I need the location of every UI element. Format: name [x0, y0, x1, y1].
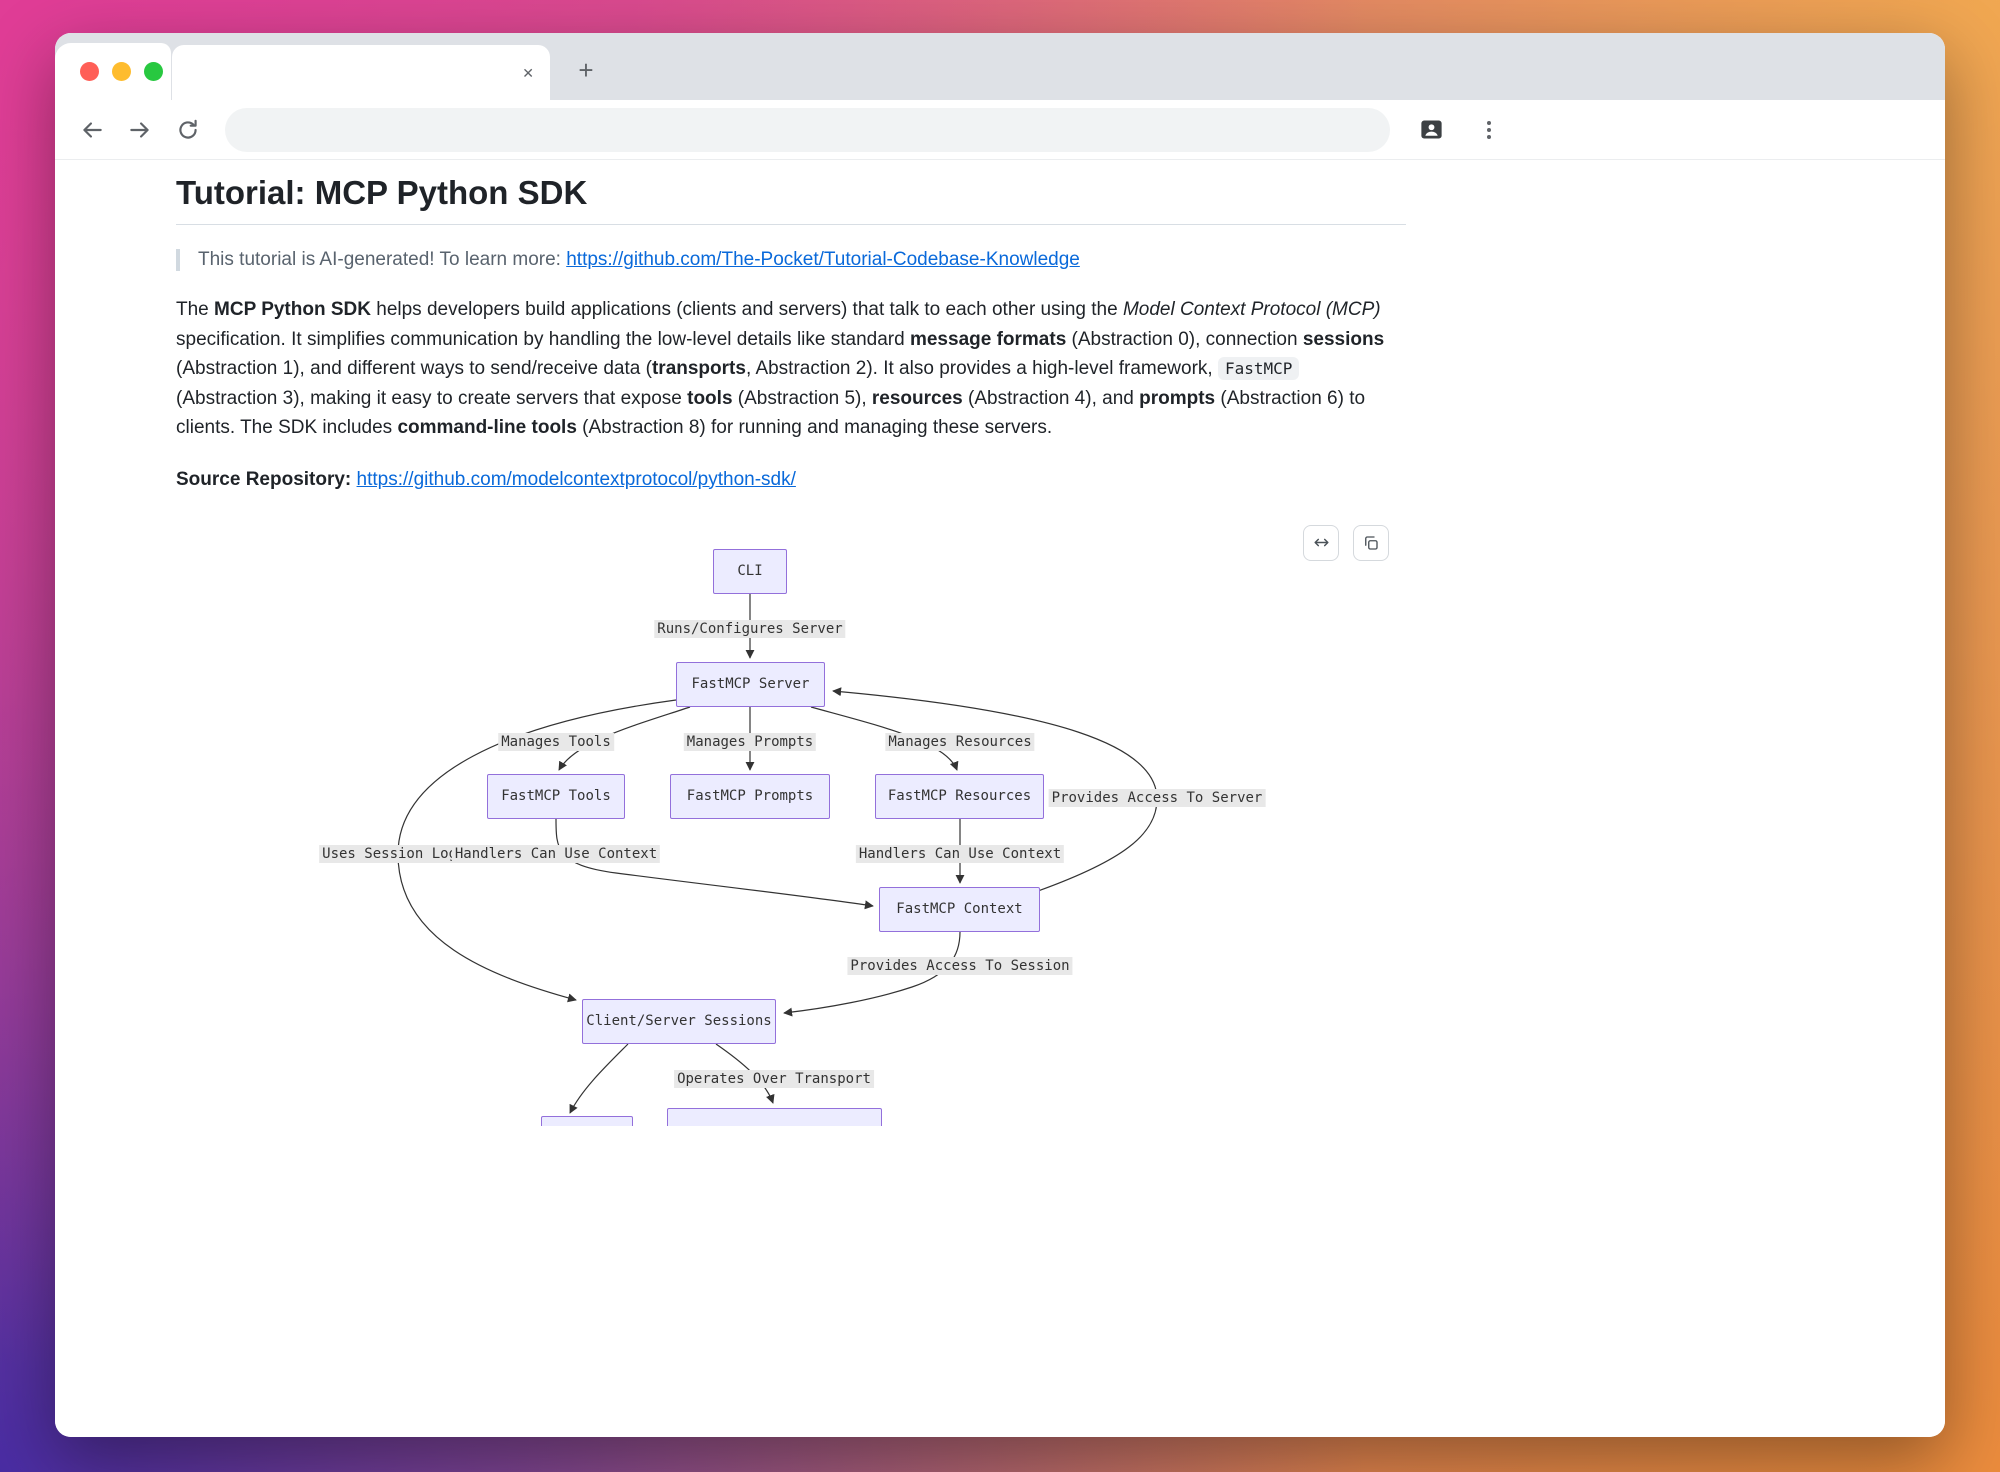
copy-icon — [1365, 535, 1378, 550]
forward-button[interactable] — [123, 113, 157, 147]
back-button[interactable] — [75, 113, 109, 147]
menu-button[interactable] — [1472, 113, 1506, 147]
diagram-controls — [1303, 524, 1389, 561]
traffic-light-minimize[interactable] — [112, 62, 131, 81]
new-tab-button[interactable]: + — [567, 51, 605, 89]
browser-window: ✕ + — [55, 33, 1945, 1437]
address-bar[interactable] — [225, 107, 1390, 152]
expand-horizontal-icon — [1313, 538, 1329, 547]
tutorial-codebase-link[interactable]: https://github.com/The-Pocket/Tutorial-C… — [566, 249, 1080, 270]
edge-label-runs-configures: Runs/Configures Server — [654, 619, 846, 638]
page-viewport: Tutorial: MCP Python SDK This tutorial i… — [55, 160, 1945, 1437]
copy-diagram-button[interactable] — [1353, 524, 1389, 561]
back-icon — [83, 121, 102, 138]
diagram-node-tools: FastMCP Tools — [487, 773, 625, 819]
kebab-menu-icon — [1487, 120, 1491, 139]
reload-button[interactable] — [171, 113, 205, 147]
tab-strip: ✕ + — [55, 33, 1945, 100]
intro-paragraph: The MCP Python SDK helps developers buil… — [176, 299, 1385, 438]
traffic-light-close[interactable] — [80, 62, 99, 81]
traffic-light-group — [55, 43, 171, 100]
page-title: Tutorial: MCP Python SDK — [176, 174, 1406, 225]
profile-button[interactable] — [1414, 113, 1448, 147]
edge-label-uses-session-logic: Uses Session Logic — [319, 844, 477, 863]
edge-label-provides-access-server: Provides Access To Server — [1048, 788, 1266, 807]
tab-close-icon[interactable]: ✕ — [522, 64, 534, 81]
source-repository-link[interactable]: https://github.com/modelcontextprotocol/… — [356, 468, 796, 490]
diagram-node-sessions: Client/Server Sessions — [582, 998, 776, 1044]
edge-label-manages-prompts: Manages Prompts — [683, 732, 817, 751]
diagram-node-clipped-transport — [667, 1107, 882, 1126]
diagram-node-prompts: FastMCP Prompts — [670, 773, 830, 819]
diagram-edges — [397, 593, 1158, 1114]
forward-icon — [130, 121, 149, 138]
profile-icon — [1420, 120, 1442, 139]
note-text: This tutorial is AI-generated! To learn … — [198, 249, 567, 270]
diagram-node-resources: FastMCP Resources — [875, 773, 1044, 819]
diagram-node-cli: CLI — [713, 548, 787, 594]
edge-label-manages-tools: Manages Tools — [498, 732, 614, 751]
edge-label-handlers-context-left: Handlers Can Use Context — [451, 844, 661, 863]
ai-generated-note: This tutorial is AI-generated! To learn … — [176, 249, 1406, 271]
diagram-node-clipped-left — [541, 1115, 633, 1126]
edge-label-handlers-context-right: Handlers Can Use Context — [855, 844, 1065, 863]
document: Tutorial: MCP Python SDK This tutorial i… — [176, 160, 1406, 1126]
edge-label-provides-access-session: Provides Access To Session — [847, 956, 1073, 975]
navigation-bar — [55, 100, 1945, 160]
edge-label-operates-over-transport: Operates Over Transport — [674, 1069, 874, 1088]
reload-icon — [179, 119, 197, 139]
diagram-node-context: FastMCP Context — [879, 886, 1040, 932]
edge-label-manages-resources: Manages Resources — [885, 732, 1035, 751]
architecture-diagram: CLI FastMCP Server FastMCP Tools FastMCP… — [176, 513, 1406, 1126]
source-repository-line: Source Repository: https://github.com/mo… — [176, 469, 1406, 491]
source-repository-label: Source Repository: — [176, 468, 352, 490]
expand-diagram-button[interactable] — [1303, 524, 1339, 561]
browser-tab[interactable]: ✕ — [172, 45, 550, 100]
traffic-light-zoom[interactable] — [144, 62, 163, 81]
diagram-node-server: FastMCP Server — [676, 661, 825, 707]
